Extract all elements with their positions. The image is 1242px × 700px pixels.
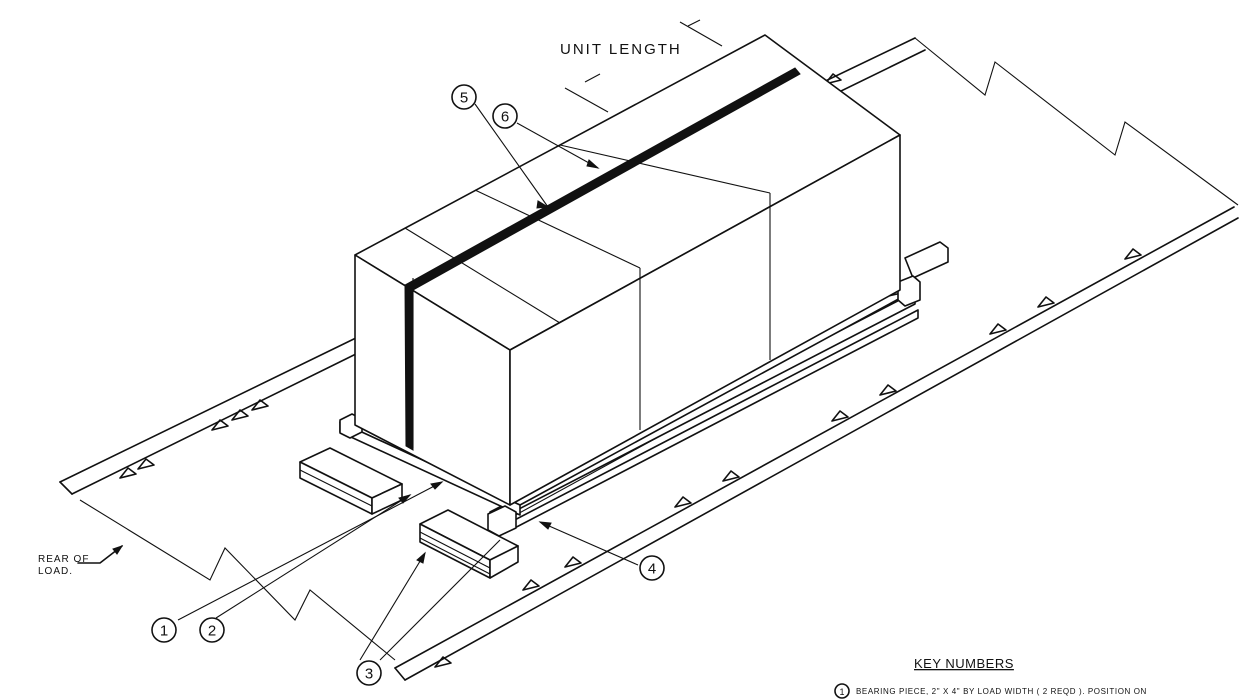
rail-brackets: [119, 73, 1142, 668]
callout-6: 6: [492, 103, 518, 129]
svg-text:1: 1: [839, 687, 844, 697]
rear-of-load-label: REAR OF LOAD.: [38, 554, 89, 577]
break-lines: [79, 37, 1239, 661]
svg-text:3: 3: [365, 666, 373, 683]
svg-text:LOAD.: LOAD.: [38, 566, 73, 577]
leader-lines: [77, 103, 639, 661]
svg-text:1: 1: [160, 623, 168, 640]
unit-length-label: UNIT LENGTH: [560, 41, 682, 58]
svg-text:5: 5: [460, 90, 468, 107]
key-numbers: KEY NUMBERS 1 BEARING PIECE, 2" X 4" BY …: [834, 656, 1147, 699]
key-numbers-title: KEY NUMBERS: [914, 656, 1014, 671]
svg-text:4: 4: [648, 561, 656, 578]
key-1-text: BEARING PIECE, 2" X 4" BY LOAD WIDTH ( 2…: [856, 687, 1147, 696]
svg-text:6: 6: [501, 109, 509, 126]
svg-text:2: 2: [208, 623, 216, 640]
unit-length-dimension: UNIT LENGTH: [560, 19, 723, 113]
callout-2: 2: [199, 617, 225, 643]
callout-3: 3: [356, 660, 382, 686]
load-boxes: [354, 34, 901, 506]
callout-4: 4: [639, 555, 665, 581]
svg-text:REAR OF: REAR OF: [38, 554, 89, 565]
callout-1: 1: [151, 617, 177, 643]
callout-5: 5: [451, 84, 477, 110]
